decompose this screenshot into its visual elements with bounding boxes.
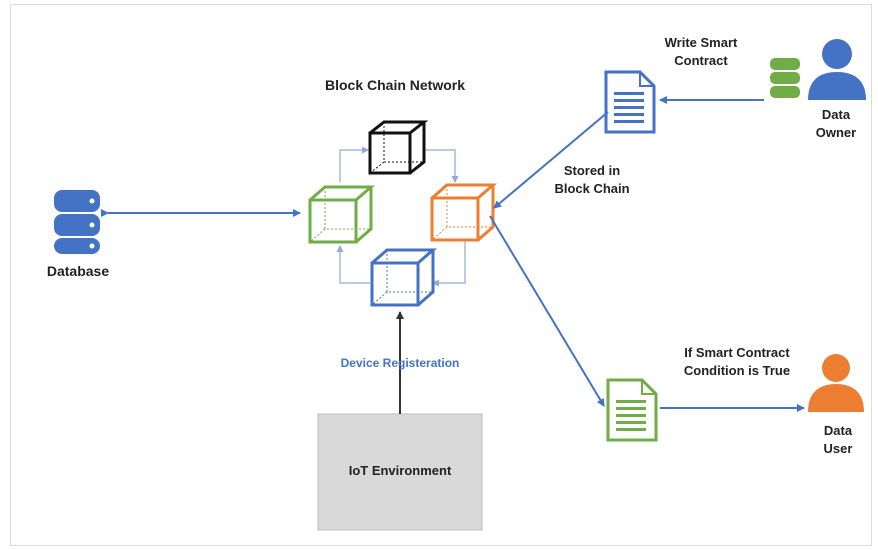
diagram-title: Block Chain Network [324,77,466,93]
iot-environment-label: IoT Environment [348,463,452,478]
owner-database-icon [770,58,800,98]
stored-label: Stored in Block Chain [554,163,630,196]
document-icon-contract [604,70,656,134]
cube-icon-blue [370,248,438,307]
write-contract-label: Write Smart Contract [664,35,738,68]
chain-to-result-arrow [489,215,605,407]
cube-icon-green [308,185,376,244]
cube-cycle-arrows [336,146,466,287]
person-icon-user [808,354,864,412]
data-user-label: Data User [823,423,853,456]
iot-environment-box [317,413,483,531]
database-icon [54,190,100,254]
device-registration-label: Device Registeration [340,356,460,370]
document-icon-result [606,378,658,442]
data-owner-label: Data Owner [815,107,857,140]
contract-to-chain-arrow [493,111,609,209]
person-icon-owner [808,39,866,100]
database-label: Database [46,263,110,279]
condition-label: If Smart Contract Condition is True [683,345,791,378]
cube-icon-orange [430,183,498,242]
cube-icon-black [368,120,429,175]
